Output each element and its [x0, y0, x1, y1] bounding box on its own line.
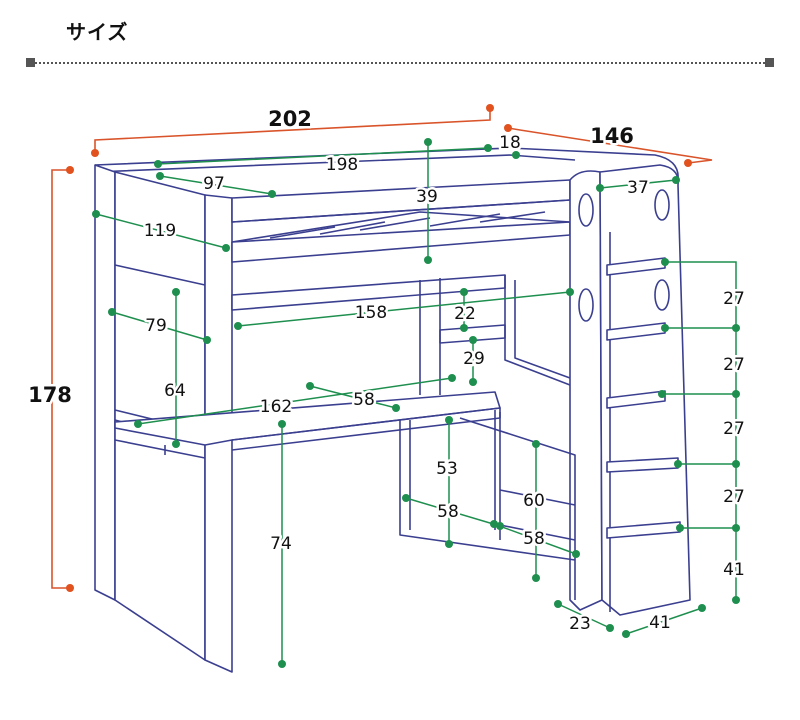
overall-dimensions: [51, 104, 713, 592]
side-height-line: [95, 213, 227, 249]
label-small-shelf: 22: [454, 304, 476, 324]
mattress-depth-line: [159, 175, 273, 195]
rack-shelf-depth-line: [493, 523, 577, 555]
page-title: サイズ: [66, 20, 129, 44]
bed-frame-beam: [231, 221, 571, 263]
ladder-step-ticks: [662, 327, 736, 529]
label-bed-surface-height: 39: [416, 187, 438, 207]
desk-rack-top: [459, 417, 576, 600]
label-desk-width: 162: [260, 397, 292, 417]
label-step-bottom: 41: [723, 560, 745, 580]
label-total-height: 178: [28, 383, 72, 407]
beam-span-line: [237, 291, 571, 327]
height-dimension-line: [51, 169, 70, 589]
label-guard-height: 18: [499, 133, 521, 153]
label-step-4: 27: [723, 487, 745, 507]
desk-depth-line: [309, 385, 397, 409]
depth-dim-end: [684, 159, 692, 167]
ladder-step-dimension-line: [665, 261, 737, 600]
shelf-unit-right: [504, 275, 571, 386]
ladder-step-3: [606, 390, 666, 409]
ladder-handle-lower: [654, 279, 670, 311]
label-side-height: 119: [144, 221, 176, 241]
inner-width-line: [157, 147, 489, 165]
handle-hole-middle: [578, 288, 594, 322]
label-total-width: 202: [268, 107, 312, 131]
ladder-step-1: [606, 257, 666, 276]
label-shelf-gap: 29: [463, 349, 485, 369]
part-dimensions: [92, 138, 740, 668]
label-upper-opening: 79: [145, 316, 167, 336]
label-ladder-depth: 41: [649, 613, 671, 633]
left-back-post: [94, 164, 116, 601]
desk-width-line: [137, 377, 453, 425]
label-desk-height: 74: [270, 534, 292, 554]
upper-opening-line: [111, 311, 208, 341]
depth-dimension-line: [507, 127, 713, 164]
ladder-step-2: [606, 322, 666, 341]
loft-bed-outline: [94, 147, 691, 673]
shelf-unit-left: [419, 278, 441, 395]
ladder-frame: [599, 164, 691, 616]
width-dim-end: [486, 104, 494, 112]
ladder-foot-line: [557, 603, 611, 629]
height-dim-start: [66, 166, 74, 174]
label-step-2: 27: [723, 355, 745, 375]
desk-under-shelf: [114, 439, 206, 459]
label-rack-shelf-depth: 58: [523, 529, 545, 549]
desk-rack-left: [399, 420, 576, 561]
label-rack-height: 53: [436, 459, 458, 479]
ladder-handle-upper: [654, 189, 670, 221]
shelf-unit-right-inner: [514, 280, 571, 379]
height-dim-end: [66, 584, 74, 592]
front-right-post: [569, 170, 603, 611]
label-beam-span: 158: [355, 303, 387, 323]
label-inner-width: 198: [326, 155, 358, 175]
back-rail: [94, 147, 679, 181]
bed-slats: [269, 211, 546, 239]
label-rack-height-right: 60: [523, 491, 545, 511]
divider-end-right: [765, 58, 774, 67]
label-rack-depth: 58: [437, 502, 459, 522]
desk-rack-shelves: [499, 489, 576, 541]
depth-dim-start: [504, 124, 512, 132]
label-desk-depth: 58: [353, 390, 375, 410]
width-dimension-line: [94, 108, 491, 152]
dimension-labels: 202 146 178 198 18 97 39 37 119 158 79 2…: [26, 105, 748, 637]
label-ladder-foot: 23: [569, 614, 591, 634]
divider-end-left: [26, 58, 35, 67]
ladder-depth-line: [625, 607, 703, 635]
slat-top: [231, 211, 571, 243]
guard-rail-bottom: [231, 199, 571, 223]
rack-depth-line: [405, 497, 501, 527]
left-side-rail: [114, 264, 206, 286]
ladder-gap-line: [599, 179, 677, 189]
label-ladder-gap: 37: [627, 178, 649, 198]
divider: [28, 62, 772, 64]
label-step-1: 27: [723, 289, 745, 309]
back-rail-inner: [94, 154, 576, 173]
width-dim-start: [91, 149, 99, 157]
handle-hole-upper: [578, 193, 594, 227]
label-step-3: 27: [723, 419, 745, 439]
label-side-shelf-height: 64: [164, 381, 186, 401]
label-total-depth: 146: [590, 124, 634, 148]
label-mattress-depth: 97: [203, 174, 225, 194]
